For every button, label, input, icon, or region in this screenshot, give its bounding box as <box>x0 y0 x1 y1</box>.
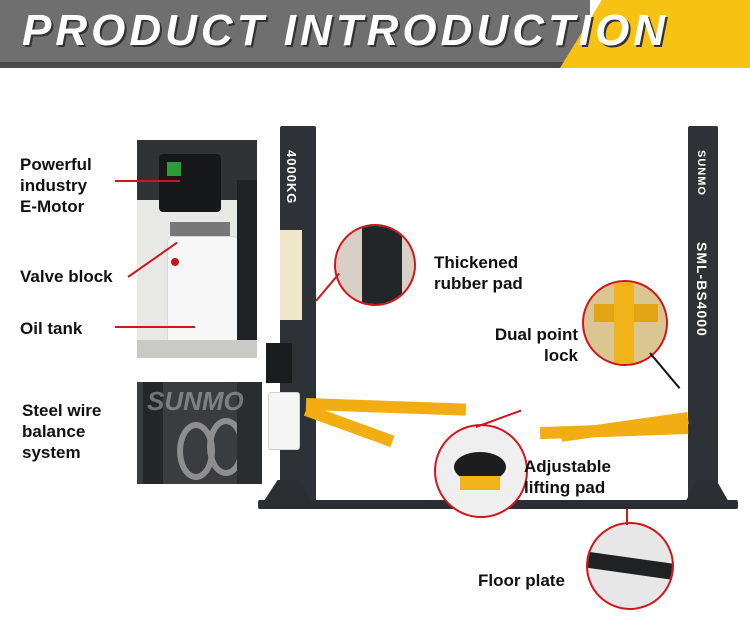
brand-marking: SUNMO <box>695 150 707 196</box>
oil-pointer <box>115 326 195 328</box>
page-title: PRODUCT INTRODUCTION <box>22 6 670 55</box>
motor-pointer <box>115 180 180 182</box>
valve-label: Valve block <box>20 267 113 286</box>
oil-label: Oil tank <box>20 319 83 338</box>
banner-edge <box>0 62 600 68</box>
model-marking: SML-BS4000 <box>694 242 710 337</box>
capacity-marking: 4000KG <box>284 150 299 205</box>
steel-wire-photo: SUNMO <box>137 382 262 484</box>
rubber-pad-callout <box>334 224 416 306</box>
right-post <box>688 126 718 508</box>
floor-plate-label: Floor plate <box>478 571 565 590</box>
motor-photo <box>137 140 257 358</box>
lock-pointer <box>649 352 681 389</box>
steel-wire-label: Steel wire balance system <box>22 401 102 462</box>
lifting-pad-label: Adjustable lifting pad <box>524 457 611 497</box>
left-post-panel <box>280 230 302 320</box>
lock-callout <box>582 280 668 366</box>
power-unit-motor <box>266 343 292 383</box>
banner-background <box>0 0 590 62</box>
lock-label: Dual point lock <box>494 325 578 365</box>
power-unit-tank <box>268 392 300 450</box>
rubber-pad-label: Thickened rubber pad <box>434 253 523 293</box>
right-arm-lower <box>539 422 689 440</box>
floor-pointer <box>626 509 628 525</box>
lifting-pad-callout <box>434 424 528 518</box>
watermark: SUNMO <box>147 386 244 416</box>
motor-label: Powerful industry E-Motor <box>20 155 92 216</box>
floor-plate-callout <box>586 522 674 610</box>
rubber-pointer <box>315 272 340 302</box>
lifting-pointer <box>475 409 522 428</box>
